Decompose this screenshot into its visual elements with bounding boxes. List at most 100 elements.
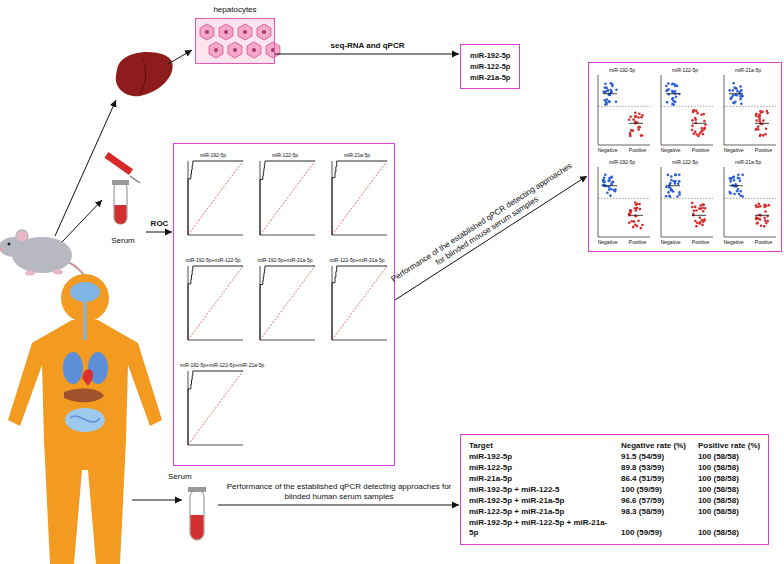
mirna-name: miR-122-5p [470,61,510,72]
axis-label: Positive [755,239,773,245]
roc-curve [324,158,390,243]
roc-curve [324,263,390,348]
roc-curve [180,263,246,348]
edge-label: Performance of the established qPCR dete… [389,161,581,294]
axis-label: Positive [629,239,647,245]
scatter-dots [592,73,652,147]
table-cell: miR-192-5p + miR-122-5 [469,485,609,495]
nucleus [224,30,228,34]
nucleus [233,48,237,52]
axis-label: Negative [724,147,744,153]
plot-title: miR-192-5p [592,159,652,165]
roc-curve [252,158,318,243]
serum-tube [112,180,129,224]
nucleus [243,30,247,34]
hepatocyte-cells [200,24,280,58]
edge-label: ROC [148,219,172,229]
axis-label: Negative [598,239,618,245]
plot-title: miR-192-5p+miR-122-5p+miR-21a-5p [180,362,246,368]
axis-label: Negative [661,147,681,153]
cell [257,24,271,40]
roc-curve [252,263,318,348]
axis-labels: NegativePositive [655,239,715,245]
mirna-name: miR-21a-5p [470,72,510,83]
connector [275,54,459,55]
cell [266,42,280,58]
mirna-box: miR-192-5pmiR-122-5pmiR-21a-5p [460,44,520,89]
nucleus [214,48,218,52]
plot-title: miR-122-5p+miR-21a-5p [324,257,390,263]
scatter-plot: miR-192-5pNegativePositive [592,67,652,155]
table-value: 100 (58/58) [698,507,760,517]
serum-sample: Serum [100,150,146,245]
table-value: 100 (58/58) [698,452,760,462]
arrow [132,500,182,501]
plot-title: miR-21a-5p [324,152,390,158]
table-cell: miR-192-5p + miR-122-5p + miR-21a-5p [469,518,609,538]
scatter-dots [718,165,778,239]
table-value: 100 (58/58) [698,463,760,473]
scatter-plot: miR-21a-5pNegative Positive [718,67,778,155]
axis-labels: Negative Positive [592,239,652,245]
liver [116,52,173,96]
cell [219,24,233,40]
roc-plot: miR-21a-5p [324,152,390,247]
arrow [55,100,116,236]
plot-title: miR-122-5p [252,152,318,158]
axis-label: Positive [692,239,710,245]
axis-label: Negative [724,239,744,245]
axis-label: Positive [755,147,773,153]
roc-plot: miR-192-5p+miR-122-5p [180,257,246,352]
scatter-dots [655,165,715,239]
result-table: TargetNegative rate (%)Positive rate (%)… [460,434,769,545]
connector [395,176,587,300]
sample-label: Serum [100,236,146,245]
cell-ground [195,18,275,64]
table-value: 100 (58/58) [698,496,760,506]
plot-title: miR-192-5p [592,67,652,73]
table-value: 89.8 (53/59) [621,463,686,473]
plot-title: miR-192-5p [180,152,246,158]
cell [209,42,223,58]
roc-plot: miR-192-5p+miR-122-5p+miR-21a-5p [180,362,246,457]
scatter-plot: miR-122-5pNegativePositive [655,159,715,247]
roc-plot: miR-192-5p [180,152,246,247]
axis-labels: NegativePositive [655,147,715,153]
plot-title: miR-192-5p+miR-122-5p [180,257,246,263]
table-value: Positive rate (%) [698,441,760,451]
roc-plot: miR-192-5p+miR-21a-5p [252,257,318,352]
axis-labels: Negative Positive [718,239,778,245]
roc-curve [180,368,246,453]
scatter-plot: miR-192-5pNegative Positive [592,159,652,247]
edge-label: seq-RNA and qPCR [303,41,433,51]
table-cell: miR-21a-5p [469,474,609,484]
human-body [8,274,162,564]
scatter-dots [592,165,652,239]
nucleus [262,30,266,34]
cell [200,24,214,40]
scatter-dots [718,73,778,147]
hepatocyte-box: hepatocytes [195,18,275,64]
mirna-name: miR-192-5p [470,50,510,61]
axis-labels: Negative Positive [718,147,778,153]
cell [247,42,261,58]
table-value: 100 (59/59) [621,485,686,495]
scatter-plot: miR-21a-5pNegative Positive [718,159,778,247]
edge-label: Performance of the established qPCR dete… [227,482,452,502]
table-value: Negative rate (%) [621,441,686,451]
table-value: 100 (58/58) [698,528,760,538]
scatter-plot: miR-122-5pNegativePositive [655,67,715,155]
axis-labels: NegativePositive [592,147,652,153]
table-value: 86.4 (51/59) [621,474,686,484]
connector [146,232,172,233]
serum-sample: Serum [168,472,218,548]
cell [238,24,252,40]
plot-title: miR-21a-5p [718,159,778,165]
syringe [104,152,140,183]
table-cell: miR-122-5p [469,463,609,473]
table-value: 100 (58/58) [698,485,760,495]
plot-title: miR-21a-5p [718,67,778,73]
plot-title: miR-192-5p+miR-21a-5p [252,257,318,263]
roc-plot: miR-122-5p+miR-21a-5p [324,257,390,352]
